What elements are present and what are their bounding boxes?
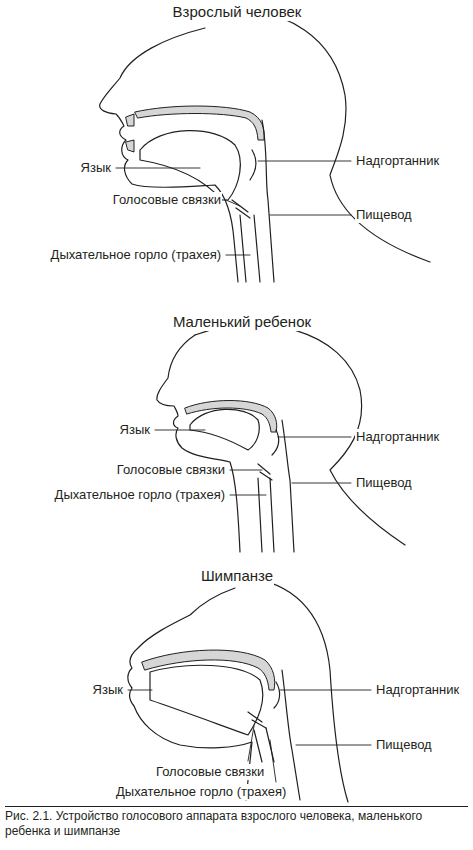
panel-heading: Маленький ребенок [172,313,312,331]
head-outline [215,10,430,262]
part-label: Голосовые связки [112,192,222,208]
part-label: Пищевод [375,737,433,753]
pharynx-wall [282,420,294,552]
part-label: Голосовые связки [116,462,226,478]
part-label: Надгортанник [375,682,460,698]
leader-line [226,255,250,256]
epiglottis [272,430,279,455]
leader-line [270,740,276,782]
leader-line [258,161,351,162]
vocal-cords [248,712,266,728]
head-outline [100,28,238,282]
leader-line [128,690,152,691]
part-label: Пищевод [355,475,413,491]
part-label: Язык [92,682,124,698]
panel-heading: Взрослый человек [172,3,303,21]
leader-line [155,430,205,431]
head-outline [157,335,240,552]
tongue [150,665,263,735]
leader-line [296,745,371,746]
epiglottis [250,150,256,180]
leader-line [226,200,240,206]
tongue [140,131,240,200]
teeth [126,114,134,152]
part-label: Дыхательное горло (трахея) [50,247,222,263]
panel-heading: Шимпанзе [200,567,274,585]
figure-caption: Рис. 2.1. Устройство голосового аппарата… [5,806,468,839]
vocal-cords [232,200,250,218]
leader-line [230,495,266,496]
leader-line [230,470,262,471]
trachea [240,215,260,282]
part-label: Надгортанник [355,153,440,169]
part-label: Голосовые связки [155,764,265,780]
leader-line [270,215,351,216]
leader-line [248,726,254,761]
part-label: Пищевод [355,207,413,223]
part-label: Надгортанник [355,429,440,445]
leader-line [116,168,200,169]
epiglottis [274,682,280,708]
part-label: Язык [119,422,151,438]
part-label: Дыхательное горло (трахея) [115,784,287,800]
leader-line [278,437,351,438]
leader-line [292,483,351,484]
pharynx-wall [262,120,274,282]
leader-line [280,690,371,691]
part-label: Язык [80,160,112,176]
pharynx-wall [282,670,300,800]
part-label: Дыхательное горло (трахея) [54,487,226,503]
trachea [258,478,274,552]
